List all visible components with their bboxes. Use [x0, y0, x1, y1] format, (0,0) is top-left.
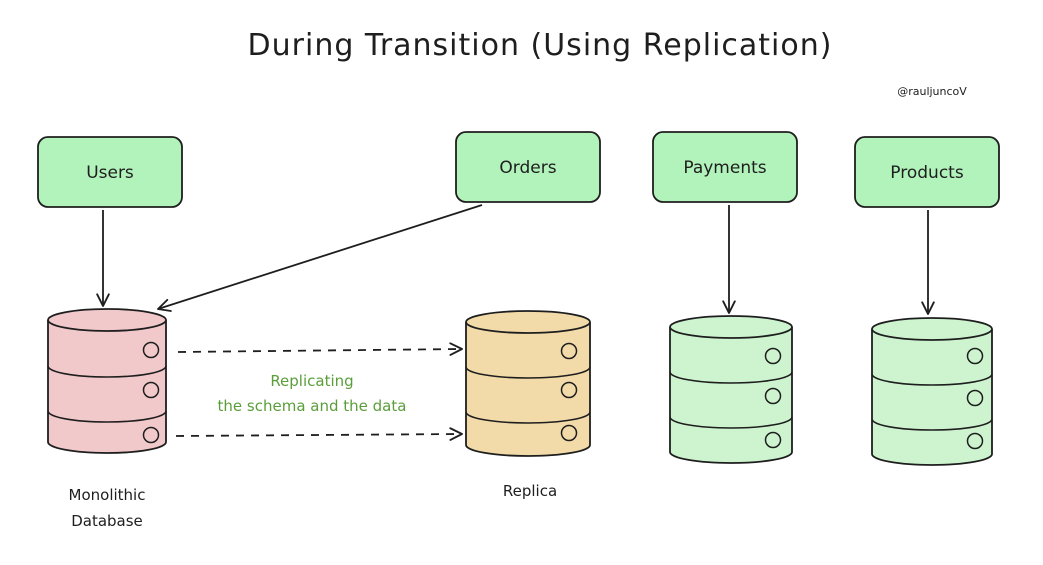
replication-label-line2: the schema and the data: [218, 397, 407, 415]
monolith-label-line1: Monolithic: [69, 486, 146, 504]
service-box-orders: Orders: [455, 131, 601, 203]
service-label-orders: Orders: [499, 158, 556, 178]
disk-indicator-icon: [966, 347, 984, 365]
disk-indicator-icon: [764, 347, 782, 365]
disk-indicator-icon: [764, 431, 782, 449]
disk-indicator-icon: [142, 426, 160, 444]
diagram-title: During Transition (Using Replication): [248, 28, 833, 63]
products-database-cylinder: [871, 317, 993, 466]
disk-indicator-icon: [560, 342, 578, 360]
disk-indicator-icon: [142, 341, 160, 359]
monolithic-database-cylinder: [47, 308, 167, 454]
arrow-orders-to-monolith: [157, 204, 483, 312]
author-handle: @rauljuncoV: [897, 85, 967, 98]
replication-arrow-bottom: [175, 427, 463, 441]
replica-label: Replica: [503, 482, 557, 500]
service-label-users: Users: [86, 163, 134, 183]
disk-indicator-icon: [560, 381, 578, 399]
service-box-payments: Payments: [652, 131, 798, 203]
monolith-label-line2: Database: [71, 512, 143, 530]
disk-indicator-icon: [560, 424, 578, 442]
service-label-payments: Payments: [683, 158, 766, 178]
replication-arrow-top: [177, 342, 463, 356]
replication-label-line1: Replicating: [270, 372, 353, 390]
disk-indicator-icon: [966, 432, 984, 450]
payments-database-cylinder: [669, 315, 793, 464]
service-box-users: Users: [37, 136, 183, 208]
disk-indicator-icon: [142, 381, 160, 399]
service-box-products: Products: [854, 136, 1000, 208]
replica-database-cylinder: [465, 310, 591, 457]
disk-indicator-icon: [966, 389, 984, 407]
disk-indicator-icon: [764, 387, 782, 405]
service-label-products: Products: [890, 163, 964, 183]
